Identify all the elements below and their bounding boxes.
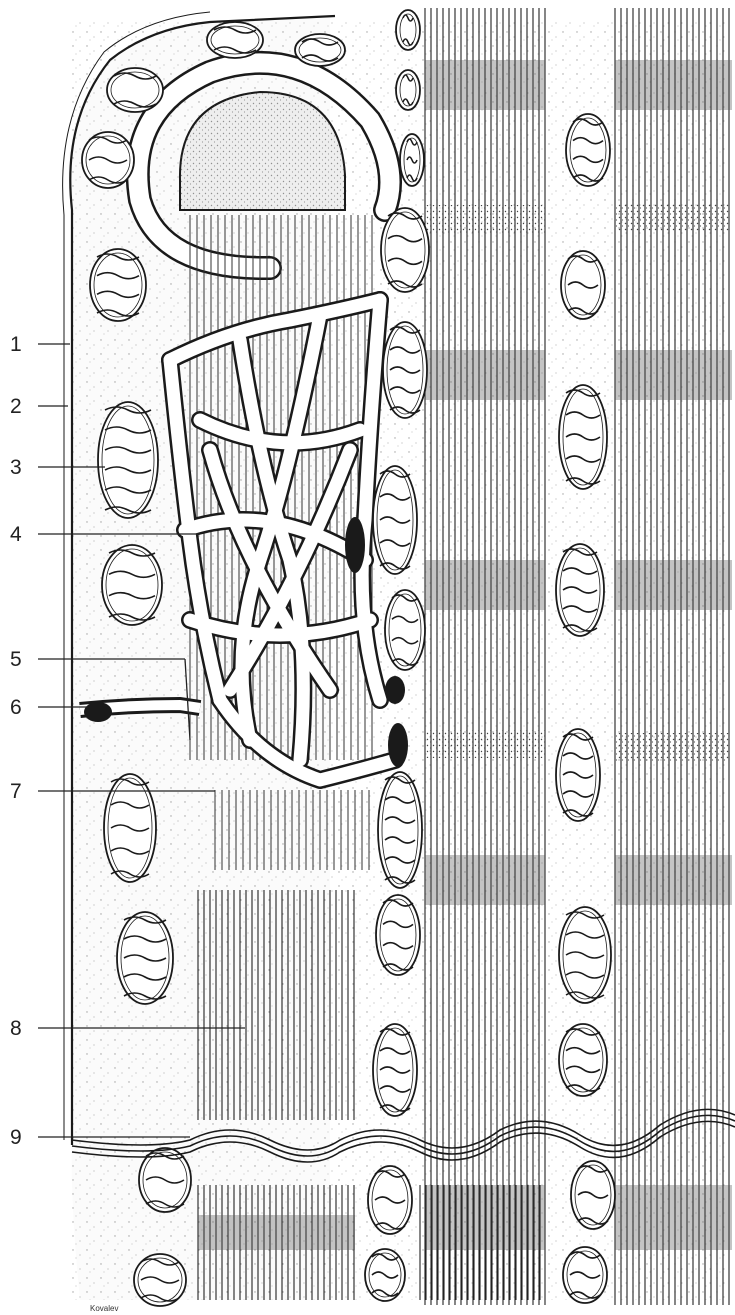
a-band: [615, 560, 732, 610]
mitochondrion: [107, 68, 163, 112]
mitochondrion: [396, 70, 420, 110]
mitochondrion: [295, 34, 345, 66]
a-band: [615, 350, 732, 400]
mitochondrion: [383, 322, 427, 418]
callout-label-6: 6: [10, 696, 22, 719]
mitochondrion: [368, 1166, 412, 1234]
mitochondrion: [365, 1249, 405, 1301]
mitochondrion: [566, 114, 610, 186]
mitochondrion: [98, 402, 158, 518]
callout-label-1: 1: [10, 333, 22, 356]
callout-label-5: 5: [10, 648, 22, 671]
mitochondrion: [400, 134, 424, 186]
mitochondrion: [117, 912, 173, 1004]
mitochondrion: [559, 907, 611, 1003]
mitochondrion: [571, 1161, 615, 1229]
mitochondrion: [559, 1024, 607, 1096]
mitochondrion: [559, 385, 607, 489]
mitochondrion: [373, 466, 417, 574]
callout-label-3: 3: [10, 456, 22, 479]
a-band: [425, 60, 545, 110]
callout-label-7: 7: [10, 780, 22, 803]
mitochondrion: [563, 1247, 607, 1303]
mitochondrion: [134, 1254, 186, 1306]
a-band: [198, 1215, 355, 1250]
mitochondrion: [381, 208, 429, 292]
mitochondrion: [102, 545, 162, 625]
mitochondrion: [561, 251, 605, 319]
a-band: [425, 350, 545, 400]
mitochondrion: [385, 590, 425, 670]
callout-label-2: 2: [10, 395, 22, 418]
mitochondrion: [82, 132, 134, 188]
callout-label-4: 4: [10, 523, 22, 546]
a-band: [425, 1185, 545, 1250]
mitochondrion: [378, 772, 422, 888]
callout-label-9: 9: [10, 1126, 22, 1149]
a-band: [615, 1185, 732, 1250]
callout-label-8: 8: [10, 1017, 22, 1040]
a-band: [615, 855, 732, 905]
artist-signature: Kovalev: [90, 1304, 118, 1313]
mitochondrion: [373, 1024, 417, 1116]
a-band: [425, 855, 545, 905]
mitochondrion: [207, 22, 263, 58]
mitochondrion: [556, 729, 600, 821]
mitochondrion: [376, 895, 420, 975]
mitochondrion: [104, 774, 156, 882]
a-band: [615, 60, 732, 110]
mitochondrion: [556, 544, 604, 636]
mitochondrion: [90, 249, 146, 321]
a-band: [425, 560, 545, 610]
mitochondrion: [396, 10, 420, 50]
